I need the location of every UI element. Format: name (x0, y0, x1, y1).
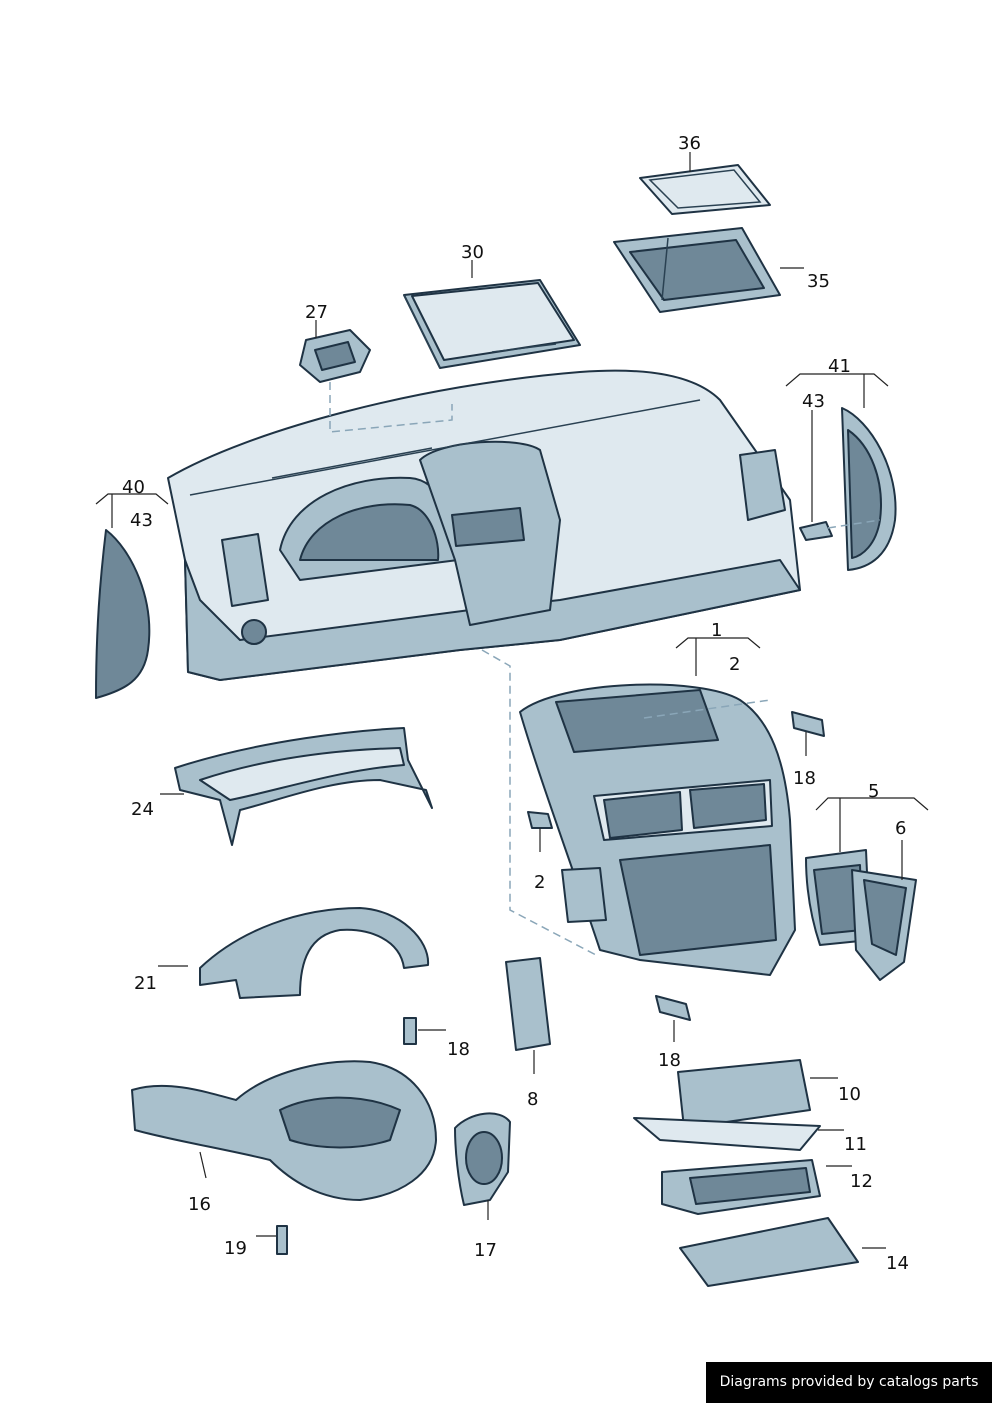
label-40: 40 (122, 477, 145, 498)
part-35-tray (613, 227, 781, 313)
label-18-small: 18 (447, 1039, 470, 1060)
part-27-bracket (299, 329, 371, 383)
label-43-left: 43 (130, 510, 153, 531)
label-8: 8 (527, 1089, 538, 1110)
label-6: 6 (895, 818, 906, 839)
label-17: 17 (474, 1240, 497, 1261)
dash-screw (643, 699, 771, 719)
label-24: 24 (131, 799, 154, 820)
screw-19 (276, 1225, 288, 1255)
part-17-cover-ring (454, 1112, 511, 1206)
part-41-side-cover-right (799, 407, 897, 571)
label-16: 16 (188, 1194, 211, 1215)
part-40-side-cover-left (95, 529, 151, 699)
label-1: 1 (711, 620, 722, 641)
part-2-clip (527, 811, 553, 829)
label-18-top: 18 (793, 768, 816, 789)
credit-banner: Diagrams provided by catalogs parts (706, 1362, 992, 1403)
dashboard-main (167, 369, 801, 681)
part-6-vent-insert (851, 869, 917, 981)
part-24-trim (174, 727, 433, 846)
label-5: 5 (868, 781, 879, 802)
part-16-shroud-lower (131, 1060, 437, 1201)
label-11: 11 (844, 1134, 867, 1155)
label-27: 27 (305, 302, 328, 323)
part-10-box (677, 1059, 811, 1129)
label-14: 14 (886, 1253, 909, 1274)
label-35: 35 (807, 271, 830, 292)
label-10: 10 (838, 1084, 861, 1105)
part-21-shroud-upper (199, 907, 430, 999)
dash-27 (329, 382, 453, 433)
label-18-bottom: 18 (658, 1050, 681, 1071)
part-8-cover (505, 957, 551, 1051)
dash-console (481, 649, 597, 956)
label-30: 30 (461, 242, 484, 263)
part-1-center-console (519, 683, 796, 976)
label-36: 36 (678, 133, 701, 154)
label-2-top: 2 (729, 654, 740, 675)
label-41: 41 (828, 356, 851, 377)
part-30-cover (403, 279, 581, 369)
label-43-right: 43 (802, 391, 825, 412)
part-36-cover (639, 164, 771, 215)
callout-labels: 36 30 35 27 41 43 40 43 1 2 18 24 5 6 2 … (122, 133, 909, 1274)
leader-lines (95, 152, 929, 1249)
label-19: 19 (224, 1238, 247, 1259)
dash-side (827, 519, 881, 529)
part-12-tray (661, 1159, 821, 1215)
screw-18-small (403, 1017, 417, 1045)
screw-18-lower (655, 995, 691, 1021)
part-14-mat (679, 1217, 859, 1287)
label-21: 21 (134, 973, 157, 994)
label-12: 12 (850, 1171, 873, 1192)
screw-18-upper (791, 711, 825, 737)
part-11-plate (633, 1117, 821, 1151)
label-2-clip: 2 (534, 872, 545, 893)
